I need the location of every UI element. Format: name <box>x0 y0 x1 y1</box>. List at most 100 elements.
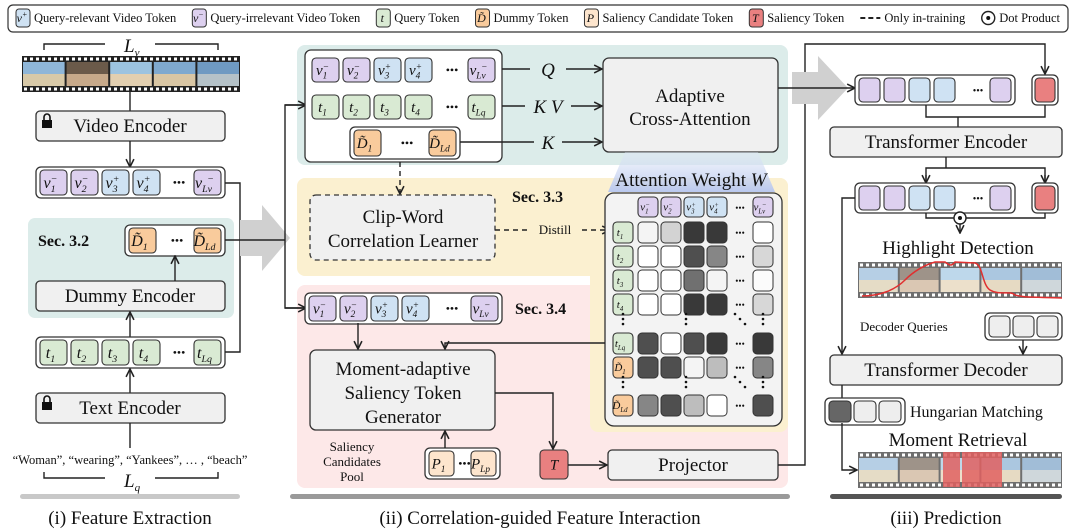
legend-label: Query Token <box>394 11 460 25</box>
video-token-row: v1−v2−v3+v4+vLv−••• <box>35 166 226 199</box>
svg-text:v4+: v4+ <box>409 63 422 82</box>
attention-cell <box>706 245 728 268</box>
pool-label-2: Candidates <box>323 454 381 469</box>
matrix-row: t3••• <box>612 269 774 292</box>
highlight-frames <box>858 262 1062 298</box>
attention-cell <box>683 332 705 355</box>
section-bar <box>830 494 1062 499</box>
attention-cell <box>637 332 659 355</box>
svg-text:tLq: tLq <box>472 100 486 119</box>
lock-icon <box>42 113 52 128</box>
generator-label-2: Saliency Token <box>344 383 462 404</box>
svg-text:t4: t4 <box>139 345 148 365</box>
legend-item: D̃Dummy Token <box>475 8 569 28</box>
highlight-detection-label: Highlight Detection <box>882 238 1034 259</box>
cross-attention-label-1: Adaptive <box>655 86 725 107</box>
matrix-row: t1••• <box>612 221 774 244</box>
legend-item: t Query Token <box>375 8 460 28</box>
attention-cell <box>683 269 705 292</box>
ellipsis: ••• <box>735 363 744 373</box>
saliency-token-generator[interactable] <box>309 349 496 431</box>
attention-cell <box>637 356 659 379</box>
attention-cell <box>706 394 728 417</box>
ellipsis: ••• <box>171 234 184 248</box>
caption-feature-interaction: (ii) Correlation-guided Feature Interact… <box>379 508 701 529</box>
attention-cell <box>752 221 774 244</box>
token-relevant: v4+ <box>132 169 161 196</box>
legend-label: Saliency Token <box>767 11 845 25</box>
moment-retrieval-label: Moment Retrieval <box>889 430 1028 451</box>
matched-query <box>828 400 852 423</box>
lv-label: Lv <box>123 36 140 59</box>
token-candidate: PLp <box>470 450 497 477</box>
svg-text:v2−: v2− <box>347 63 360 82</box>
svg-text:t4: t4 <box>617 299 624 313</box>
dummy-encoder[interactable] <box>35 280 226 312</box>
token-relevant <box>908 77 931 103</box>
attention-cell <box>683 356 705 379</box>
token-query: tLq <box>612 332 634 355</box>
svg-text:v4+: v4+ <box>406 301 419 320</box>
matrix-row: t2••• <box>612 245 774 268</box>
attention-cell <box>637 293 659 316</box>
token-relevant: v4+ <box>404 57 433 83</box>
ellipsis: ••• <box>458 457 471 471</box>
token-query: t2 <box>70 339 99 366</box>
svg-text:v2−: v2− <box>75 174 89 195</box>
legend-label: Saliency Candidate Token <box>602 11 734 25</box>
svg-text:PLp: PLp <box>470 456 490 475</box>
clip-word-label-2: Correlation Learner <box>328 231 479 252</box>
matrix-row: t4••• <box>612 293 774 316</box>
token-candidate: P1 <box>428 450 455 477</box>
attention-cell <box>706 269 728 292</box>
token-irrelevant: vLv− <box>467 57 496 83</box>
token-relevant: v4+ <box>401 295 430 322</box>
lv-bracket <box>43 43 219 50</box>
token-saliency <box>1034 185 1056 211</box>
attention-cell <box>660 245 682 268</box>
clip-word-label-1: Clip-Word <box>363 207 444 228</box>
matrix-row: tLq••• <box>612 332 774 355</box>
svg-text:vLv−: vLv− <box>473 301 491 320</box>
token-dummy: D̃1 <box>128 227 157 254</box>
token-irrelevant <box>883 77 906 103</box>
token-query: tLq <box>193 339 222 366</box>
attention-cell <box>706 293 728 316</box>
token-irrelevant: v1− <box>311 57 340 83</box>
attention-cell <box>660 394 682 417</box>
attention-cell <box>752 269 774 292</box>
token-relevant: v3+ <box>683 196 705 218</box>
svg-text:v2−: v2− <box>663 202 673 216</box>
attention-cell <box>637 394 659 417</box>
token-irrelevant: v2− <box>342 57 371 83</box>
svg-text:t3: t3 <box>380 100 389 119</box>
transformer-decoder[interactable] <box>829 354 1063 386</box>
generator-label-1: Moment-adaptive <box>335 359 470 380</box>
decoder-queries-label: Decoder Queries <box>860 319 948 334</box>
attention-cell <box>637 221 659 244</box>
video-frames <box>22 56 240 92</box>
cross-attention-label-2: Cross-Attention <box>629 109 751 130</box>
attention-cell <box>660 221 682 244</box>
svg-text:v4+: v4+ <box>137 174 151 195</box>
svg-text:D̃1: D̃1 <box>613 361 625 376</box>
connector <box>445 343 605 349</box>
text-encoder-label: Text Encoder <box>79 398 181 419</box>
token-query: t3 <box>373 94 402 120</box>
token-query: t1 <box>612 221 634 244</box>
svg-text:v1−: v1− <box>44 174 58 195</box>
connector <box>778 43 1045 466</box>
ellipsis: ••• <box>973 194 984 205</box>
token-query: t4 <box>132 339 161 366</box>
clip-word-correlation-learner[interactable] <box>309 194 496 261</box>
token-dummy: D̃Ld <box>428 129 457 157</box>
ellipsis: ••• <box>401 136 414 150</box>
token-saliency: T <box>539 449 569 480</box>
token-irrelevant: v1− <box>637 196 659 218</box>
svg-text:t: t <box>381 11 385 25</box>
key-value-label: K V <box>532 97 564 118</box>
svg-text:t2: t2 <box>77 345 86 365</box>
